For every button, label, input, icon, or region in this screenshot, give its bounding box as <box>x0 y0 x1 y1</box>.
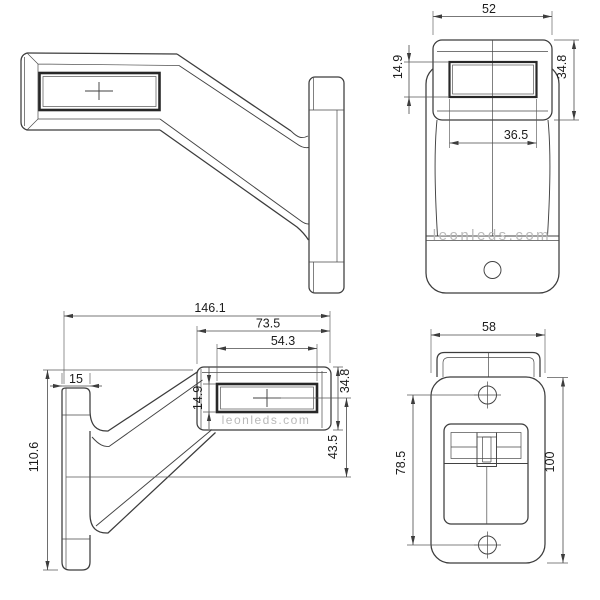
dim-front-overall-width-label: 52 <box>482 2 496 16</box>
arm-top-edge <box>89 370 199 432</box>
dim-rear-plate-width-label: 58 <box>482 320 496 334</box>
arm-bottom-edge <box>89 432 216 534</box>
column-outline <box>308 76 345 294</box>
arm-bottom-inner-edge <box>159 118 309 225</box>
dim-side-lens-center-to-arm-label: 43.5 <box>326 435 340 459</box>
dim-front-lens-width: 36.5 <box>449 99 537 148</box>
dim-side-head-height-label: 34.8 <box>338 369 352 393</box>
front-view: leonleds.com 52 14.9 34.8 36.5 <box>391 2 579 294</box>
dim-side-bracket-width: 15 <box>50 372 102 389</box>
column-facet-lines <box>309 109 344 263</box>
head-top-edge <box>26 52 178 55</box>
lens-center-mark <box>85 82 113 100</box>
dim-side-lens-center-to-arm: 43.5 <box>66 397 351 478</box>
head-left-bottom-edge <box>20 52 160 131</box>
arm-top-outer-edge <box>176 53 292 132</box>
arm-top-fillet <box>290 130 309 139</box>
bracket-facet-lines <box>62 414 90 540</box>
perspective-mounting-column <box>308 76 345 294</box>
screw-hole-top-crosshair <box>474 381 501 409</box>
dim-rear-hole-spacing: 78.5 <box>394 394 478 546</box>
dim-front-lens-height: 14.9 <box>391 45 449 114</box>
side-mounting-bracket <box>61 370 216 571</box>
dim-rear-plate-width: 58 <box>430 320 546 373</box>
front-mounting-plate <box>425 63 560 294</box>
dim-front-overall-width: 52 <box>432 2 553 35</box>
dim-side-lens-length-label: 54.3 <box>271 334 295 348</box>
dim-side-overall-length: 146.1 <box>63 301 331 384</box>
dim-rear-hole-spacing-label: 78.5 <box>394 451 408 475</box>
perspective-view <box>20 52 345 294</box>
perspective-head <box>20 52 180 131</box>
dim-side-overall-length-label: 146.1 <box>194 301 225 315</box>
head-block-inner-lines <box>442 352 535 377</box>
arm-top-inner-edge <box>178 65 309 149</box>
rear-connector-housing <box>443 423 529 525</box>
dim-side-head-length-label: 73.5 <box>256 317 280 331</box>
dim-side-lens-length: 54.3 <box>216 334 318 381</box>
screw-hole-bottom-crosshair <box>474 531 501 559</box>
connector-clip-inner <box>482 436 492 463</box>
lens-inner-line <box>42 76 157 107</box>
arm-bottom-outer-edge <box>159 129 310 241</box>
dim-side-lens-height: 14.9 <box>191 367 216 429</box>
watermark-text: leonleds.com <box>222 413 311 427</box>
body-taper-edges <box>434 119 551 237</box>
dim-side-head-height: 34.8 <box>333 366 352 431</box>
head-inner-lines <box>200 369 327 429</box>
connector-outline <box>443 423 529 525</box>
dim-side-lens-height-label: 14.9 <box>191 386 205 410</box>
bracket-left-bottom-edge <box>61 391 91 571</box>
watermark-text: leonleds.com <box>433 227 551 244</box>
arm-top-inner-edge <box>91 379 203 448</box>
connector-cap-inner <box>450 432 522 459</box>
dim-rear-plate-height-label: 100 <box>543 452 557 473</box>
dim-front-head-height: 34.8 <box>554 39 579 121</box>
dim-side-bracket-width-label: 15 <box>69 372 83 386</box>
dim-front-lens-height-label: 14.9 <box>391 55 405 79</box>
lens-outline <box>448 60 538 99</box>
lens-inner-line <box>452 64 534 95</box>
front-head <box>432 39 553 236</box>
dim-front-head-height-label: 34.8 <box>555 55 569 79</box>
arm-bottom-inner-edge <box>95 429 213 527</box>
perspective-arm <box>159 53 310 241</box>
dim-side-overall-height: 110.6 <box>27 369 193 571</box>
lens-outline <box>38 71 161 112</box>
dim-front-lens-width-label: 36.5 <box>504 128 528 142</box>
head-bevel-lines <box>26 52 180 131</box>
perspective-lens <box>38 71 161 112</box>
head-outline <box>196 366 332 431</box>
dim-side-overall-height-label: 110.6 <box>27 442 41 472</box>
side-view: leonleds.com 146.1 73.5 54.3 15 <box>27 301 352 571</box>
screw-hole <box>483 261 502 279</box>
dim-side-head-length: 73.5 <box>196 317 330 364</box>
bracket-top-edge <box>61 387 91 410</box>
column-face-edges <box>313 78 338 292</box>
rear-head-block <box>436 351 541 377</box>
rear-view: 58 78.5 100 <box>394 320 568 564</box>
dim-rear-plate-height: 100 <box>543 377 568 564</box>
